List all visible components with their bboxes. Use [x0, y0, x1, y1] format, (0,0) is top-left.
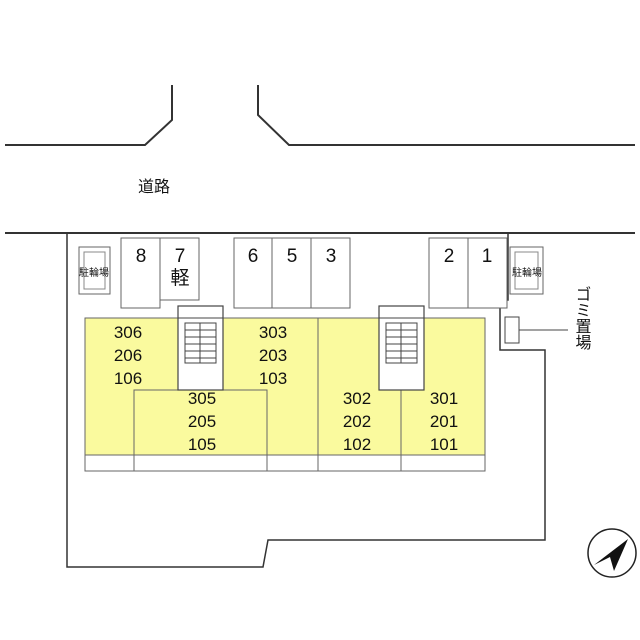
parking-label: 3: [326, 246, 337, 267]
parking-space: [159, 237, 200, 301]
parking-space: [271, 237, 312, 309]
parking-label: 7: [175, 246, 186, 267]
road: [5, 85, 635, 234]
unit-number: 303: [259, 323, 287, 342]
parking-label: 6: [248, 246, 259, 267]
unit-number: 102: [343, 435, 371, 454]
parking-label: 8: [136, 246, 147, 267]
unit-number: 206: [114, 346, 142, 365]
unit-number: 106: [114, 369, 142, 388]
garbage-box: [504, 316, 520, 344]
parking-space: [467, 237, 508, 309]
bicycle-parking-inner: [514, 251, 539, 290]
garbage-label: ゴミ置場: [573, 286, 592, 351]
unit-number: 103: [259, 369, 287, 388]
parking-space: [428, 237, 469, 309]
road-edge-right: [257, 85, 635, 146]
bicycle-parking-right: 駐輪場: [509, 246, 544, 295]
road-edge-left: [5, 85, 173, 146]
parking-labels: 8 7 軽 6 5 3 2 1: [136, 246, 493, 289]
parking-label: 2: [444, 246, 455, 267]
bicycle-parking-inner: [83, 251, 106, 290]
unit-number: 205: [188, 412, 216, 431]
unit-number: 105: [188, 435, 216, 454]
parking-space: [120, 237, 161, 309]
parking-space: [310, 237, 351, 309]
parking-area: [120, 237, 508, 309]
unit-number: 101: [430, 435, 458, 454]
unit-number: 302: [343, 389, 371, 408]
unit-number: 301: [430, 389, 458, 408]
balcony-strip: [84, 454, 486, 472]
parking-space: [233, 237, 273, 309]
unit-number: 306: [114, 323, 142, 342]
kei-car-note: 軽: [170, 267, 189, 289]
stairs-right: [378, 305, 425, 391]
garbage-area: ゴミ置場: [504, 286, 592, 351]
unit-number: 202: [343, 412, 371, 431]
bicycle-parking-label: 駐輪場: [79, 266, 109, 279]
north-arrow-icon: [587, 528, 637, 578]
stairs-left: [177, 305, 224, 391]
unit-number: 203: [259, 346, 287, 365]
bicycle-parking-label: 駐輪場: [512, 266, 542, 279]
unit-labels: 306 206 106 305 205 105 303 203 103 302 …: [114, 323, 458, 454]
road-label: 道路: [138, 177, 170, 196]
parking-label: 5: [287, 246, 298, 267]
unit-number: 201: [430, 412, 458, 431]
unit-number: 305: [188, 389, 216, 408]
parking-label: 1: [482, 246, 493, 267]
bicycle-parking-left: 駐輪場: [78, 246, 111, 295]
